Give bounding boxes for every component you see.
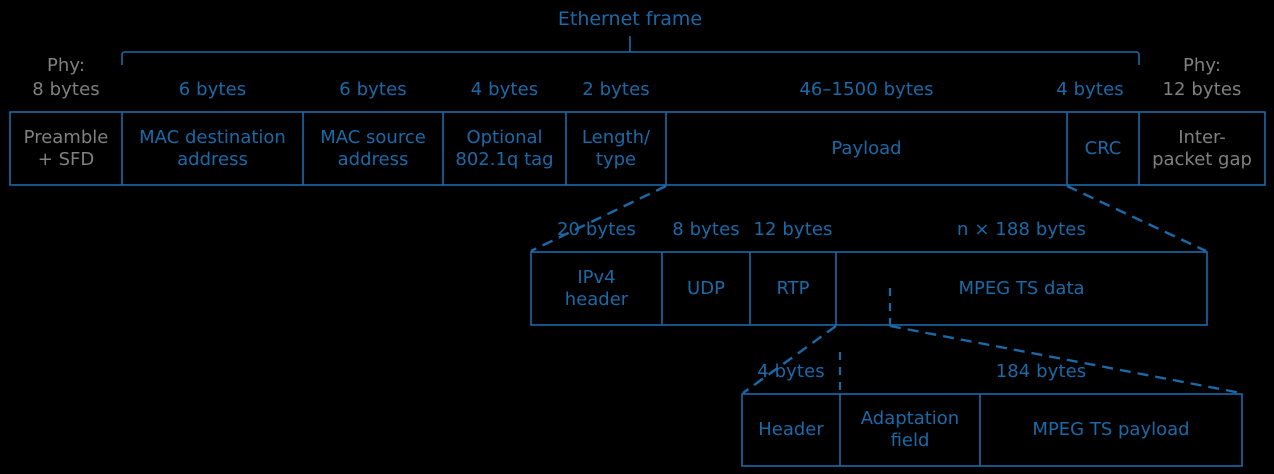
cell-adaptation-field: Adaptation field	[840, 394, 980, 466]
size-label-crc: 4 bytes	[1056, 79, 1124, 100]
size-label-ipg-line1: Phy:	[1182, 55, 1222, 76]
size-label-ts-payload: 184 bytes	[995, 361, 1087, 382]
cell-preamble-sfd-line1: Preamble	[23, 126, 109, 148]
cell-length-type-line1: Length/	[581, 126, 651, 148]
payload-to-row2-connectors	[530, 184, 1207, 253]
cell-length-type-line2: type	[595, 148, 637, 170]
size-label-mpeg-ts-data: n × 188 bytes	[957, 219, 1086, 240]
size-label-preamble-line1: Phy:	[46, 55, 86, 76]
ethernet-frame-bracket	[121, 36, 1140, 65]
cell-mpeg-ts-data: MPEG TS data	[836, 252, 1207, 325]
size-label-ipv4-header: 20 bytes	[556, 219, 636, 240]
cell-ipv4-header: IPv4 header	[531, 252, 662, 325]
row3-boxes	[741, 393, 1243, 467]
cell-optional-8021q-tag: Optional 802.1q tag	[443, 112, 566, 185]
cell-mpeg-ts-payload: MPEG TS payload	[980, 394, 1242, 466]
size-label-rtp: 12 bytes	[753, 219, 833, 240]
cell-preamble-sfd: Preamble + SFD	[10, 112, 122, 185]
cell-adaptation-line2: field	[890, 430, 930, 451]
size-label-mac-destination: 6 bytes	[178, 79, 247, 100]
cell-mpeg-ts-data-label: MPEG TS data	[958, 277, 1085, 299]
cell-ts-header-label: Header	[758, 419, 824, 440]
cell-payload: Payload	[666, 112, 1067, 185]
cell-rtp: RTP	[750, 252, 836, 325]
cell-mac-destination-line2: address	[177, 148, 248, 170]
size-label-ts-header: 4 bytes	[757, 361, 825, 382]
cell-ipv4-line1: IPv4	[577, 266, 616, 288]
cell-mac-source-line1: MAC source	[320, 126, 426, 148]
cell-mac-destination-line1: MAC destination	[139, 126, 286, 148]
cell-length-type: Length/ type	[566, 112, 666, 185]
cell-mac-source-line2: address	[337, 148, 409, 170]
size-label-udp: 8 bytes	[672, 219, 740, 240]
cell-udp: UDP	[662, 252, 750, 325]
cell-inter-packet-gap: Inter- packet gap	[1139, 112, 1265, 185]
row1-boxes	[9, 111, 1266, 186]
cell-adaptation-line1: Adaptation	[860, 408, 960, 429]
size-label-length-type: 2 bytes	[582, 79, 650, 100]
ethernet-frame-bracket-label: Ethernet frame	[557, 8, 703, 30]
cell-ipv4-line2: header	[564, 288, 629, 310]
cell-mac-source-address: MAC source address	[303, 112, 443, 185]
cell-crc: CRC	[1067, 112, 1139, 185]
cell-vlan-tag-line1: Optional	[466, 126, 543, 148]
cell-mac-destination-address: MAC destination address	[122, 112, 303, 185]
cell-preamble-sfd-line2: + SFD	[37, 148, 95, 170]
size-label-mac-source: 6 bytes	[339, 79, 407, 100]
cell-ts-header: Header	[742, 394, 840, 466]
cell-ipg-line2: packet gap	[1152, 148, 1252, 170]
cell-udp-label: UDP	[687, 277, 725, 299]
size-label-vlan-tag: 4 bytes	[470, 79, 539, 100]
size-label-preamble: 8 bytes	[32, 79, 100, 100]
size-label-ipg: 12 bytes	[1162, 79, 1242, 100]
cell-rtp-label: RTP	[776, 277, 810, 299]
size-label-payload: 46–1500 bytes	[799, 79, 934, 100]
cell-payload-label: Payload	[831, 137, 902, 159]
cell-mpeg-ts-payload-label: MPEG TS payload	[1032, 419, 1190, 440]
cell-ipg-line1: Inter-	[1178, 126, 1226, 148]
row2-boxes	[530, 251, 1208, 326]
mpegts-to-row3-connectors	[742, 324, 1242, 395]
cell-vlan-tag-line2: 802.1q tag	[455, 148, 554, 170]
cell-crc-label: CRC	[1084, 137, 1122, 159]
